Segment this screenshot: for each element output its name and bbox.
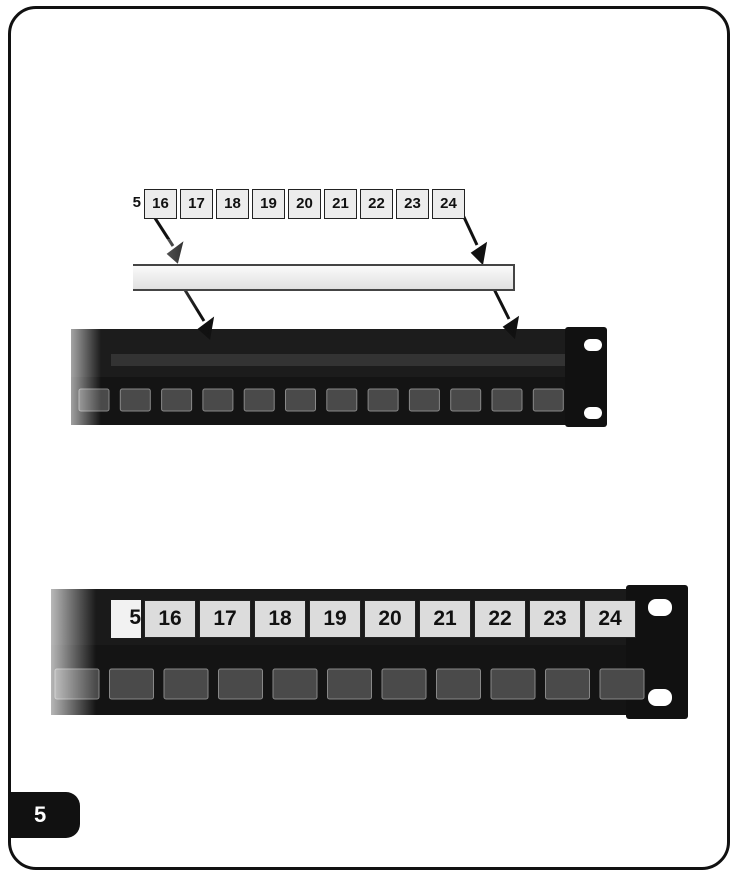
label-cell: 18: [216, 189, 249, 219]
label-strip-top: 5 16 17 18 19 20 21 22 23 24: [115, 189, 468, 219]
label-cell: 22: [474, 600, 526, 638]
rj45-jack: [326, 388, 358, 412]
label-cell: 24: [584, 600, 636, 638]
rj45-jack: [436, 668, 481, 700]
label-cell: 16: [144, 189, 177, 219]
rj45-jack: [285, 388, 316, 412]
label-strip-bottom: 5 16 17 18 19 20 21 22 23 24: [111, 600, 639, 638]
lower-patch-panel: [31, 569, 688, 729]
label-cell: 17: [199, 600, 251, 638]
label-cell: 20: [288, 189, 321, 219]
rj45-jack: [532, 388, 564, 412]
label-cell: 21: [324, 189, 357, 219]
rj45-jack: [450, 388, 482, 412]
label-cell: 18: [254, 600, 306, 638]
label-cell: 23: [396, 189, 429, 219]
rj45-jack: [367, 388, 399, 412]
label-cell: 24: [432, 189, 465, 219]
upper-patch-panel: [51, 309, 607, 439]
label-cell: 17: [180, 189, 213, 219]
rj45-jack: [408, 388, 440, 412]
rj45-jack: [381, 668, 427, 700]
rj45-jack: [545, 668, 590, 700]
label-cell: 21: [419, 600, 471, 638]
instruction-frame: 5 16 17 18 19 20 21 22 23 24 5 16 17 18 …: [8, 6, 730, 870]
label-cell: 22: [360, 189, 393, 219]
rj45-jack: [491, 388, 523, 412]
label-cell: 19: [252, 189, 285, 219]
label-cell: 19: [309, 600, 361, 638]
patch-panel-illustration: [31, 214, 688, 729]
rj45-jack: [490, 668, 536, 700]
label-cell-partial: 5: [132, 194, 141, 211]
label-cell: 23: [529, 600, 581, 638]
label-cell: 16: [144, 600, 196, 638]
rj45-jack: [327, 668, 372, 700]
label-cell: 20: [364, 600, 416, 638]
label-cell-partial: 5: [111, 600, 141, 638]
label-holder-bar: [133, 264, 515, 291]
rj45-jack: [599, 668, 645, 700]
step-number-badge: 5: [11, 792, 80, 838]
